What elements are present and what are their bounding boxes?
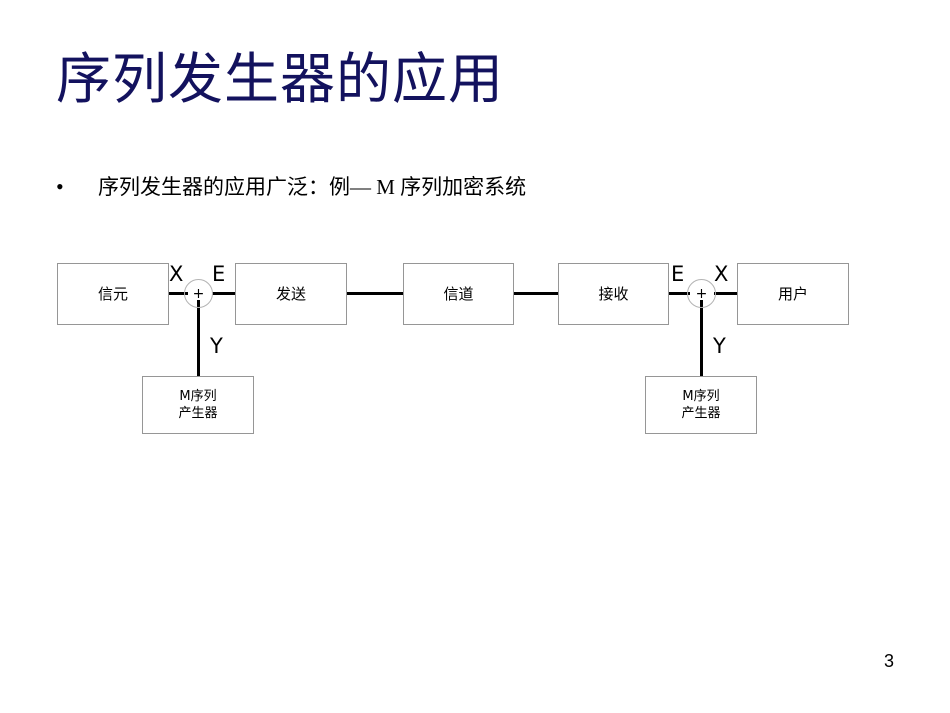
block-user-label: 用户 — [777, 284, 808, 303]
block-m-gen-left-line2: 产生器 — [178, 406, 218, 421]
bullet-item-text: 序列发生器的应用广泛：例— M 序列加密系统 — [98, 175, 527, 199]
adder-right-symbol: + — [695, 285, 708, 302]
wire-adder-to-mgen-left — [197, 300, 200, 376]
block-channel[interactable]: 信道 — [403, 263, 514, 325]
signal-label-x-right: X — [714, 262, 729, 286]
block-transmitter-label: 发送 — [275, 284, 306, 303]
wire-adder-to-transmitter — [212, 292, 237, 295]
block-m-sequence-generator-right[interactable]: M序列 产生器 — [645, 376, 757, 434]
block-m-gen-right-line1: M序列 — [682, 389, 720, 404]
adder-right-icon[interactable]: + — [687, 279, 716, 308]
wire-transmitter-to-channel — [346, 292, 404, 295]
block-transmitter[interactable]: 发送 — [235, 263, 347, 325]
page-title: 序列发生器的应用 — [56, 49, 505, 110]
signal-label-x-left: X — [169, 262, 184, 286]
block-receiver[interactable]: 接收 — [558, 263, 669, 325]
wire-source-to-adder — [168, 292, 188, 295]
wire-receiver-to-adder — [668, 292, 690, 295]
block-m-gen-left-line1: M序列 — [179, 389, 217, 404]
wire-channel-to-receiver — [513, 292, 559, 295]
block-user[interactable]: 用户 — [737, 263, 849, 325]
wire-adder-to-mgen-right — [700, 300, 703, 376]
page-number: 3 — [884, 651, 895, 671]
signal-label-y-left: Y — [210, 334, 223, 358]
block-channel-label: 信道 — [443, 284, 474, 303]
signal-label-e-right: E — [671, 262, 685, 286]
block-m-gen-right-line2: 产生器 — [681, 406, 721, 421]
signal-label-y-right: Y — [713, 334, 726, 358]
wire-adder-to-user — [714, 292, 738, 295]
block-receiver-label: 接收 — [598, 284, 629, 303]
adder-left-icon[interactable]: + — [184, 279, 213, 308]
block-source[interactable]: 信元 — [57, 263, 169, 325]
signal-label-e-left: E — [212, 262, 226, 286]
block-source-label: 信元 — [97, 284, 128, 303]
bullet-list-item: • 序列发生器的应用广泛：例— M 序列加密系统 — [56, 172, 876, 202]
bullet-marker-icon: • — [56, 174, 64, 199]
adder-left-symbol: + — [192, 285, 205, 302]
block-m-sequence-generator-left[interactable]: M序列 产生器 — [142, 376, 254, 434]
